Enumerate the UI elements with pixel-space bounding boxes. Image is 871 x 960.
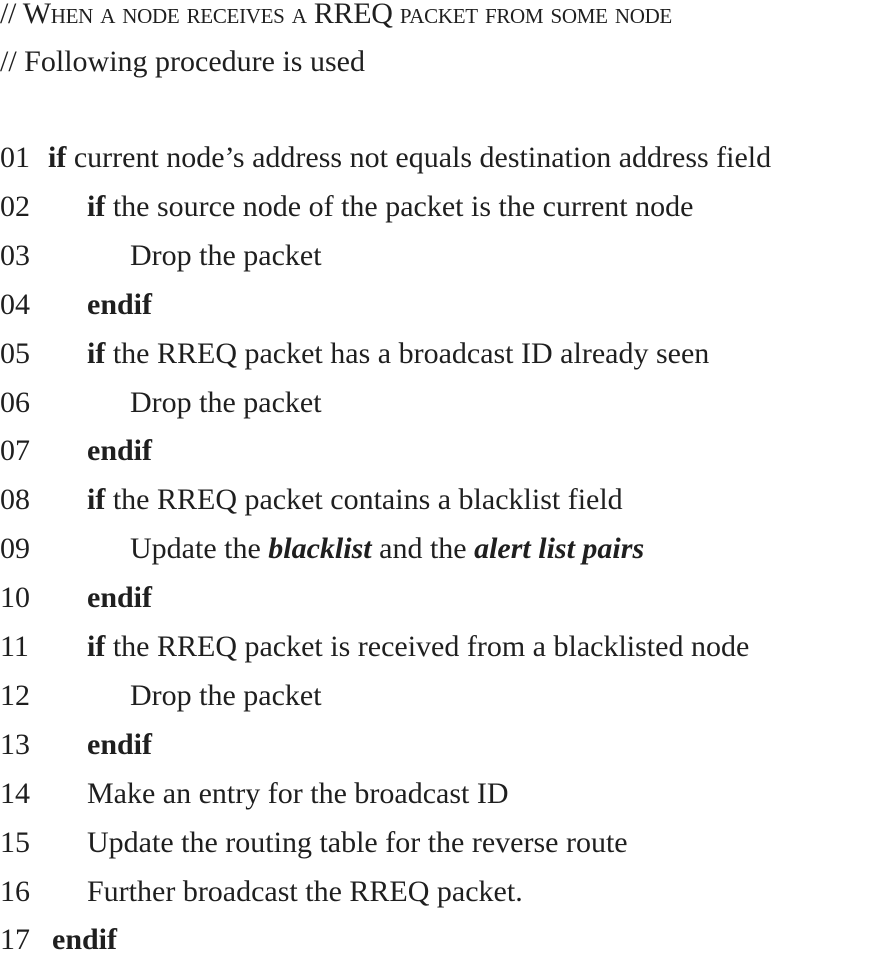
line-number: 05 [0, 336, 30, 370]
statement: Update the blacklist and the alert list … [130, 529, 644, 569]
statement: Drop the packet [130, 236, 322, 276]
statement: endif [87, 431, 152, 471]
statement: if the RREQ packet contains a blacklist … [87, 480, 623, 520]
keyword: if [87, 630, 106, 663]
code-line-09: 09 Update the blacklist and the alert lis… [0, 529, 871, 569]
line-number: 14 [0, 776, 30, 810]
keyword: if [87, 189, 106, 223]
line-number: 04 [0, 287, 30, 321]
statement: if the RREQ packet has a broadcast ID al… [87, 334, 709, 374]
statement-text: Drop the packet [130, 385, 322, 419]
statement-text: Further broadcast the RREQ packet. [87, 874, 523, 908]
line-number: 02 [0, 189, 30, 223]
title-rreq: RREQ [313, 0, 393, 30]
title-tail: packet from some node [392, 0, 672, 30]
code-line-13: 13 endif [0, 725, 871, 765]
statement: endif [87, 578, 152, 618]
keyword: if [87, 336, 106, 370]
statement-text: Update the [130, 532, 269, 566]
code-line-16: 16 Further broadcast the RREQ packet. [0, 872, 871, 912]
line-number: 10 [0, 581, 30, 615]
code-line-17: 17 endif [0, 920, 871, 960]
statement-text: the RREQ packet contains a blacklist fie… [105, 483, 623, 517]
statement-text: the RREQ packet is received from a black… [105, 630, 750, 663]
line-number: 15 [0, 825, 30, 859]
line-number: 08 [0, 483, 30, 517]
code-line-12: 12 Drop the packet [0, 676, 871, 716]
statement-text: the source node of the packet is the cur… [105, 189, 694, 223]
keyword: endif [52, 923, 118, 957]
code-line-11: 11 if the RREQ packet is received from a … [0, 627, 871, 667]
code-line-10: 10 endif [0, 578, 871, 618]
code-line-01: 01 if current node’s address not equals d… [0, 138, 871, 178]
statement-text: the RREQ packet has a broadcast ID alrea… [105, 336, 710, 370]
statement: Update the routing table for the reverse… [87, 823, 628, 863]
statement: if current node’s address not equals des… [48, 138, 771, 178]
line-number: 16 [0, 874, 30, 908]
line-number: 09 [0, 532, 30, 566]
code-line-07: 07 endif [0, 431, 871, 471]
statement: if the source node of the packet is the … [87, 187, 693, 227]
statement-text: Drop the packet [130, 678, 322, 712]
procedure-subtitle-comment: // Following procedure is used [0, 45, 365, 78]
statement: Drop the packet [130, 383, 322, 423]
emphasis-term: alert list pairs [474, 532, 645, 566]
keyword: endif [87, 727, 153, 761]
statement: if the RREQ packet is received from a bl… [87, 627, 749, 667]
line-number: 11 [0, 630, 29, 663]
line-number: 01 [0, 141, 30, 174]
keyword: endif [87, 581, 153, 615]
keyword: endif [87, 287, 153, 321]
code-line-02: 02 if the source node of the packet is th… [0, 187, 871, 227]
statement: endif [52, 920, 117, 960]
code-line-06: 06 Drop the packet [0, 383, 871, 423]
keyword: endif [87, 434, 153, 468]
comment-prefix: // [0, 0, 23, 30]
code-line-04: 04 endif [0, 285, 871, 325]
code-line-03: 03 Drop the packet [0, 236, 871, 276]
statement-text: and the [371, 532, 475, 566]
line-number: 12 [0, 678, 30, 712]
statement: endif [87, 285, 152, 325]
line-number: 03 [0, 238, 30, 272]
line-number: 17 [0, 923, 30, 957]
statement-text: Drop the packet [130, 238, 322, 272]
keyword: if [48, 141, 67, 174]
procedure-title-comment: // When a node receives a RREQ packet fr… [0, 0, 672, 34]
code-line-14: 14 Make an entry for the broadcast ID [0, 774, 871, 814]
statement: Make an entry for the broadcast ID [87, 774, 509, 814]
statement-text: Update the routing table for the reverse… [87, 825, 628, 859]
statement: Further broadcast the RREQ packet. [87, 872, 523, 912]
code-line-08: 08 if the RREQ packet contains a blacklis… [0, 480, 871, 520]
statement-text: current node’s address not equals destin… [66, 141, 772, 174]
emphasis-term: blacklist [268, 532, 372, 566]
statement-text: Make an entry for the broadcast ID [87, 776, 509, 810]
line-number: 06 [0, 385, 30, 419]
statement: Drop the packet [130, 676, 322, 716]
code-line-05: 05 if the RREQ packet has a broadcast ID … [0, 334, 871, 374]
title-text: hen a node receives a [50, 0, 314, 30]
keyword: if [87, 483, 106, 517]
title-lead-letter: W [22, 0, 51, 30]
line-number: 13 [0, 727, 30, 761]
line-number: 07 [0, 434, 30, 468]
statement: endif [87, 725, 152, 765]
code-line-15: 15 Update the routing table for the rever… [0, 823, 871, 863]
